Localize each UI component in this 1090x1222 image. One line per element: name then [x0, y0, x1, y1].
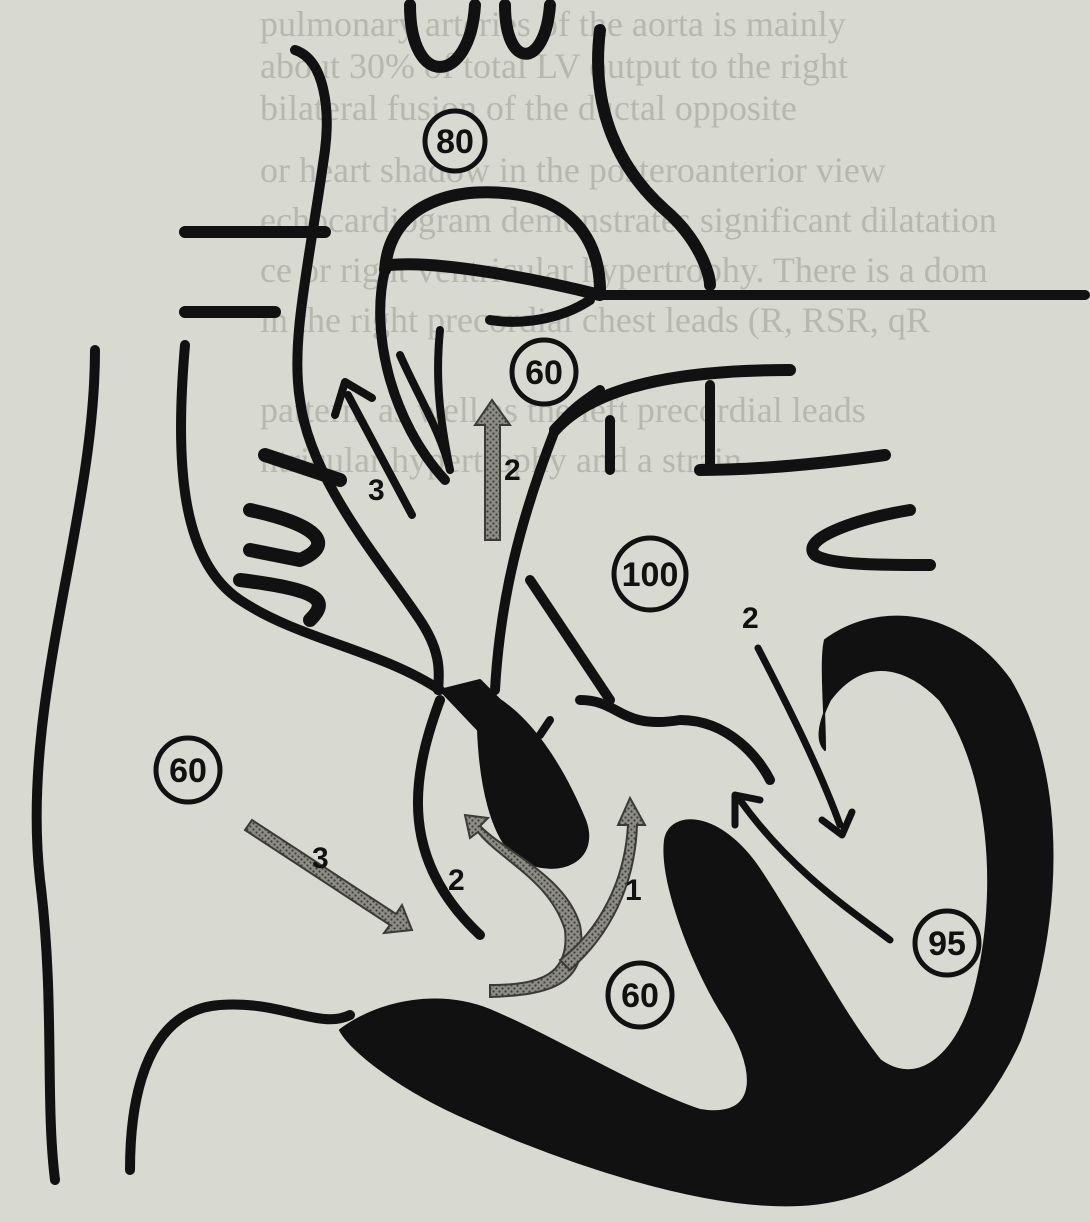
pressure-value: 100 — [622, 556, 679, 594]
pressure-badge-pulmonary-artery: 60 — [512, 340, 576, 404]
body-outline-bottom — [130, 1004, 350, 1170]
septal-mass — [440, 680, 588, 868]
pressure-value: 60 — [169, 752, 207, 790]
left-pulmonary-vein-2 — [250, 510, 318, 560]
mitral-leaflet — [580, 700, 770, 780]
subclavian-vessel — [598, 30, 710, 285]
pressure-badge-left-ventricle: 95 — [915, 911, 979, 975]
left-pulmonary-vein-3 — [240, 580, 319, 620]
flow-number-rv-outflow: 1 — [625, 874, 642, 907]
aortic-arch-inner — [390, 264, 600, 295]
flow-number-ra: 3 — [312, 842, 329, 875]
pressure-value: 60 — [621, 977, 659, 1015]
flow-number-pa: 2 — [504, 454, 521, 487]
septum-line — [530, 580, 610, 700]
right-atrium-wall — [181, 345, 440, 690]
flow-number-svc: 3 — [368, 474, 385, 507]
pulmonary-vein-right — [700, 455, 885, 470]
pulmonary-trunk-wall — [490, 300, 590, 322]
flow-number-rv-inflow: 2 — [448, 864, 465, 897]
pressure-badge-right-ventricle: 60 — [608, 963, 672, 1027]
carotid-vessel — [505, 5, 550, 54]
pressure-value: 80 — [436, 123, 474, 161]
brachiocephalic-vessel — [410, 5, 475, 67]
pressure-badge-right-atrium: 60 — [156, 738, 220, 802]
pressure-value: 95 — [928, 925, 966, 963]
left-pulmonary-vein-1 — [265, 455, 340, 480]
valve-tick — [540, 720, 550, 735]
pressure-badge-left-atrium: 100 — [614, 538, 686, 610]
ra-flow-arrow — [245, 820, 412, 933]
pulmonary-vein-lower — [812, 510, 930, 565]
pressure-value: 60 — [525, 354, 563, 392]
ascending-aorta-wall — [495, 390, 600, 690]
pressure-badge-aorta: 80 — [425, 111, 485, 171]
body-outline-left — [37, 350, 95, 1180]
flow-number-la: 2 — [742, 602, 759, 635]
